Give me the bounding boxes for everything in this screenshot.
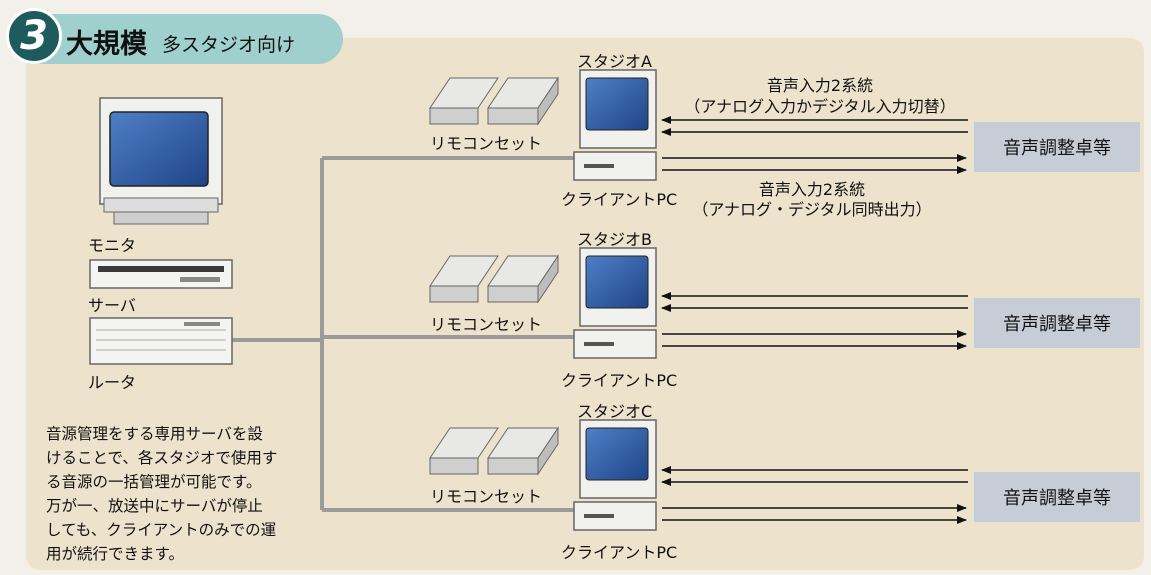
description-line: る音源の一括管理が可能です。 bbox=[46, 473, 262, 491]
monitor-label: モニタ bbox=[88, 236, 137, 255]
router-icon bbox=[89, 317, 233, 365]
description-line: 音源管理をする専用サーバを設 bbox=[46, 425, 263, 443]
studio-a-output-label-1: 音声入力2系統 bbox=[758, 180, 866, 199]
studio-a-name: スタジオA bbox=[577, 52, 652, 71]
network-lines bbox=[232, 156, 578, 512]
studio-c-console-box: 音声調整卓等 bbox=[974, 472, 1140, 522]
studio-b-console-box: 音声調整卓等 bbox=[974, 298, 1140, 348]
studio-b-name: スタジオB bbox=[577, 230, 652, 249]
description-line: 用が続行できます。 bbox=[46, 545, 184, 563]
studio-a-remote-set-icon bbox=[429, 76, 559, 126]
studio-c-remote-set-icon bbox=[429, 426, 559, 476]
description-line: けることで、各スタジオで使用す bbox=[46, 449, 278, 467]
studio-a-client-label: クライアントPC bbox=[561, 190, 678, 209]
studio-b-client-pc-icon bbox=[573, 247, 657, 359]
studio-a-client-pc-icon bbox=[573, 69, 657, 181]
studio-a-input-label-2: （アナログ入力かデジタル入力切替） bbox=[684, 97, 956, 116]
studio-c-client-pc-icon bbox=[573, 419, 657, 531]
studio-a-console-box: 音声調整卓等 bbox=[974, 122, 1140, 172]
server-icon bbox=[89, 259, 233, 289]
studio-c-name: スタジオC bbox=[577, 402, 653, 421]
main-monitor-icon bbox=[99, 97, 223, 225]
section-number-badge: 3 bbox=[6, 8, 62, 64]
section-subtitle: 多スタジオ向け bbox=[162, 34, 296, 56]
studio-c-client-label: クライアントPC bbox=[561, 543, 678, 562]
header-bar bbox=[28, 14, 343, 64]
studio-b-client-label: クライアントPC bbox=[561, 371, 678, 390]
studio-c-remote-label: リモコンセット bbox=[430, 487, 543, 506]
studio-a-output-label-2: （アナログ・デジタル同時出力） bbox=[692, 200, 932, 219]
studio-a-input-label-1: 音声入力2系統 bbox=[766, 76, 874, 95]
studio-b-remote-label: リモコンセット bbox=[430, 315, 543, 334]
router-label: ルータ bbox=[88, 373, 137, 392]
server-label: サーバ bbox=[88, 296, 136, 315]
section-title: 大規模 bbox=[66, 29, 147, 60]
studio-b-remote-set-icon bbox=[429, 254, 559, 304]
description-line: 万が一、放送中にサーバが停止 bbox=[46, 497, 263, 515]
description-line: しても、クライアントのみでの運 bbox=[46, 521, 277, 539]
audio-arrows bbox=[661, 116, 968, 524]
studio-a-remote-label: リモコンセット bbox=[430, 134, 543, 153]
description-text: 音源管理をする専用サーバを設 けることで、各スタジオで使用す る音源の一括管理が… bbox=[46, 422, 308, 566]
